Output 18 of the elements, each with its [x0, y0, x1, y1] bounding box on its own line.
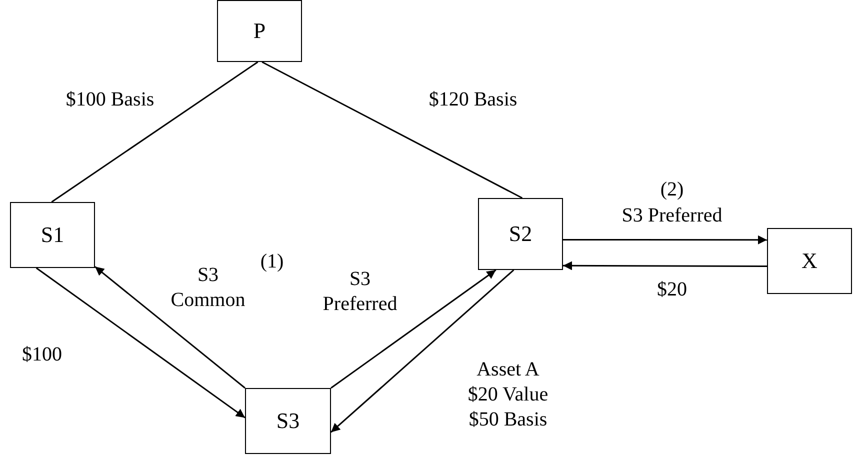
arrow [94, 266, 246, 389]
entity-box [10, 202, 95, 268]
entity-name: S2 [508, 221, 532, 247]
entity-name: S1 [40, 222, 64, 248]
connector-line [262, 61, 523, 199]
arrow [563, 235, 767, 244]
entity-name: X [802, 248, 818, 274]
entity-name: P [253, 18, 266, 44]
entity-box [245, 388, 331, 454]
connector-line [51, 61, 258, 203]
arrow [36, 267, 246, 418]
arrow [330, 269, 514, 433]
arrow [330, 269, 496, 389]
entity-box [478, 198, 563, 270]
entity-box [767, 228, 852, 294]
arrow [563, 261, 767, 270]
entity-name: S3 [276, 408, 300, 434]
entity-box [217, 0, 302, 62]
